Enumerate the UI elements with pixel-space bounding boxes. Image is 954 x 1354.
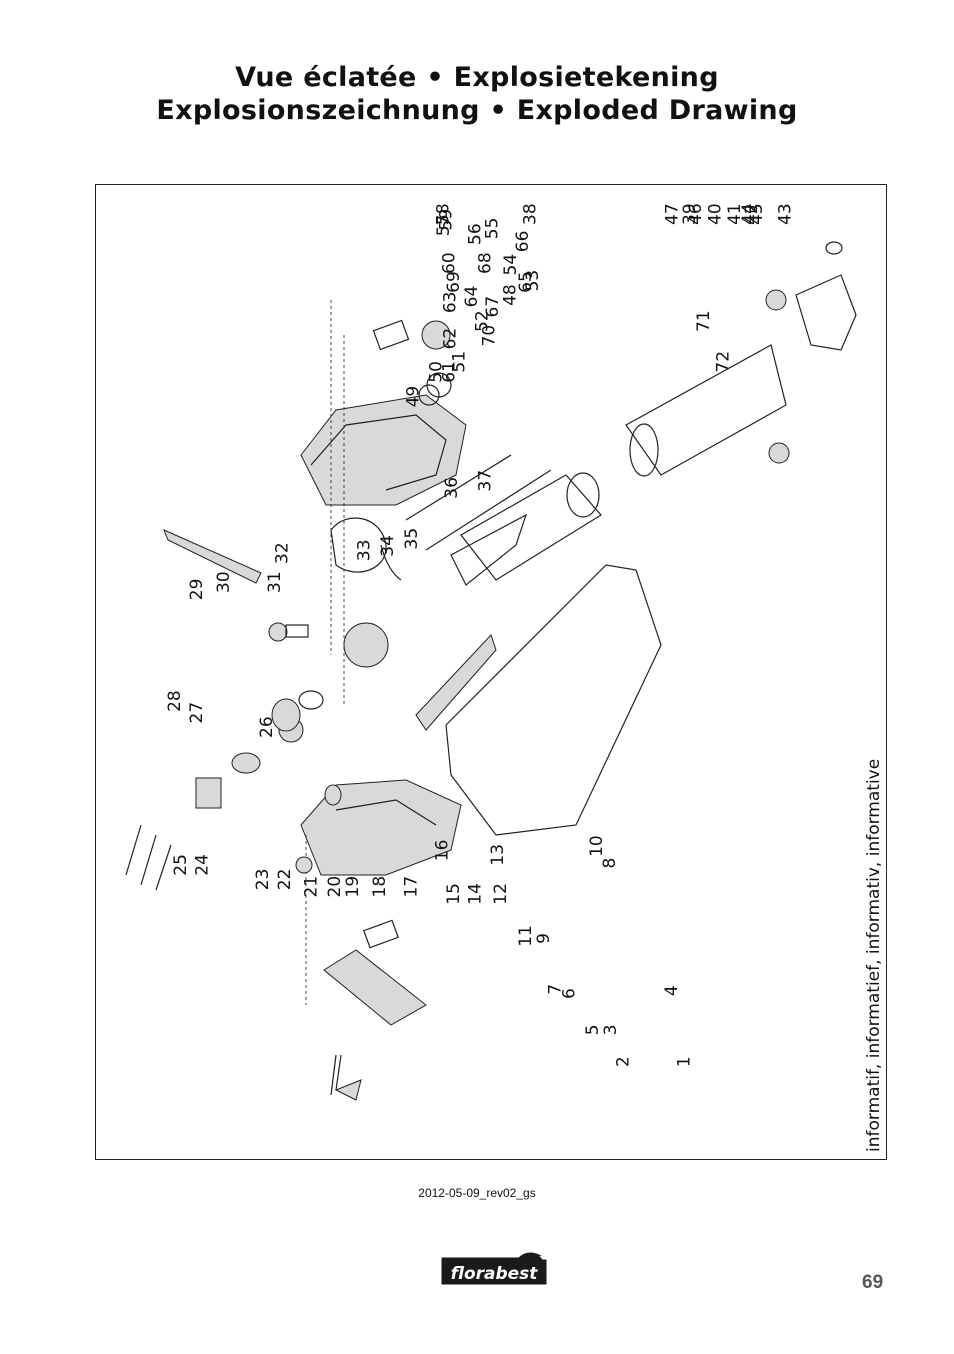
part-number-5: 5 [583,1024,603,1035]
part-number-28: 28 [165,690,185,712]
part-number-71: 71 [694,310,714,332]
part-number-37: 37 [475,470,495,492]
part-number-58: 58 [433,203,453,225]
part-number-20: 20 [325,876,345,898]
part-number-26: 26 [257,716,277,738]
part-number-13: 13 [488,844,508,866]
part-number-10: 10 [587,835,607,857]
part-number-66: 66 [513,231,533,253]
exploded-drawing: 1234567891011121314151617181920212223242… [125,203,857,1101]
part-number-53: 53 [523,270,543,292]
svg-text:florabest: florabest [451,1264,539,1284]
revision-code: 2012-05-09_rev02_gs [418,1186,536,1200]
page-title-line-1: Vue éclatée • Explosietekening [235,62,719,93]
part-number-54: 54 [501,254,521,276]
part-number-17: 17 [401,876,421,898]
part-number-39: 39 [680,203,700,225]
part-number-72: 72 [713,351,733,373]
part-number-2: 2 [613,1056,633,1067]
part-labels: 1234567891011121314151617181920212223242… [165,203,796,1067]
part-number-43: 43 [776,203,796,225]
part-number-4: 4 [662,985,682,996]
part-number-3: 3 [601,1024,621,1035]
part-number-47: 47 [663,203,683,225]
florabest-logo: florabest [441,1252,547,1285]
part-number-57: 57 [434,215,454,237]
part-number-21: 21 [301,876,321,898]
part-number-22: 22 [275,869,295,891]
part-number-27: 27 [187,702,207,724]
part-number-25: 25 [171,854,191,876]
part-number-38: 38 [521,203,541,225]
part-number-62: 62 [440,328,460,350]
part-number-63: 63 [440,292,460,314]
part-number-8: 8 [600,858,620,869]
part-number-6: 6 [560,988,580,999]
part-number-69: 69 [444,271,464,293]
part-number-46: 46 [686,203,706,225]
part-number-34: 34 [378,535,398,557]
part-number-33: 33 [355,539,375,561]
page-title-line-2: Explosionszeichnung • Exploded Drawing [156,95,798,126]
part-number-55: 55 [482,218,502,240]
part-number-19: 19 [343,876,363,898]
part-number-45: 45 [747,203,767,225]
part-number-15: 15 [444,883,464,905]
part-number-65: 65 [516,271,536,293]
part-number-29: 29 [187,579,207,601]
part-number-31: 31 [265,571,285,593]
part-number-52: 52 [472,310,492,332]
part-number-42: 42 [742,203,762,225]
part-number-23: 23 [253,869,273,891]
part-number-41: 41 [725,203,745,225]
informative-note: informatif, informatief, informativ, inf… [864,758,884,1152]
drawing-parts [125,241,857,1101]
part-number-16: 16 [433,840,453,862]
part-number-1: 1 [674,1056,694,1067]
page-number: 69 [862,1272,884,1293]
part-number-44: 44 [739,203,759,225]
part-number-67: 67 [483,296,503,318]
part-number-30: 30 [214,571,234,593]
part-number-61: 61 [440,361,460,383]
part-number-18: 18 [370,876,390,898]
part-number-48: 48 [500,284,520,306]
part-number-50: 50 [426,361,446,383]
part-number-51: 51 [450,351,470,373]
part-number-49: 49 [404,386,424,408]
part-number-68: 68 [475,252,495,274]
part-number-60: 60 [440,252,460,274]
part-number-70: 70 [479,325,499,347]
part-number-11: 11 [516,925,536,947]
part-number-32: 32 [273,542,293,564]
part-number-56: 56 [465,223,485,245]
part-number-14: 14 [465,883,485,905]
part-number-7: 7 [546,984,566,995]
part-number-40: 40 [706,203,726,225]
part-number-64: 64 [462,286,482,308]
part-number-12: 12 [491,883,511,905]
part-number-59: 59 [436,209,456,231]
part-number-35: 35 [402,528,422,550]
part-number-36: 36 [442,477,462,499]
part-number-24: 24 [192,854,212,876]
part-number-9: 9 [534,933,554,944]
